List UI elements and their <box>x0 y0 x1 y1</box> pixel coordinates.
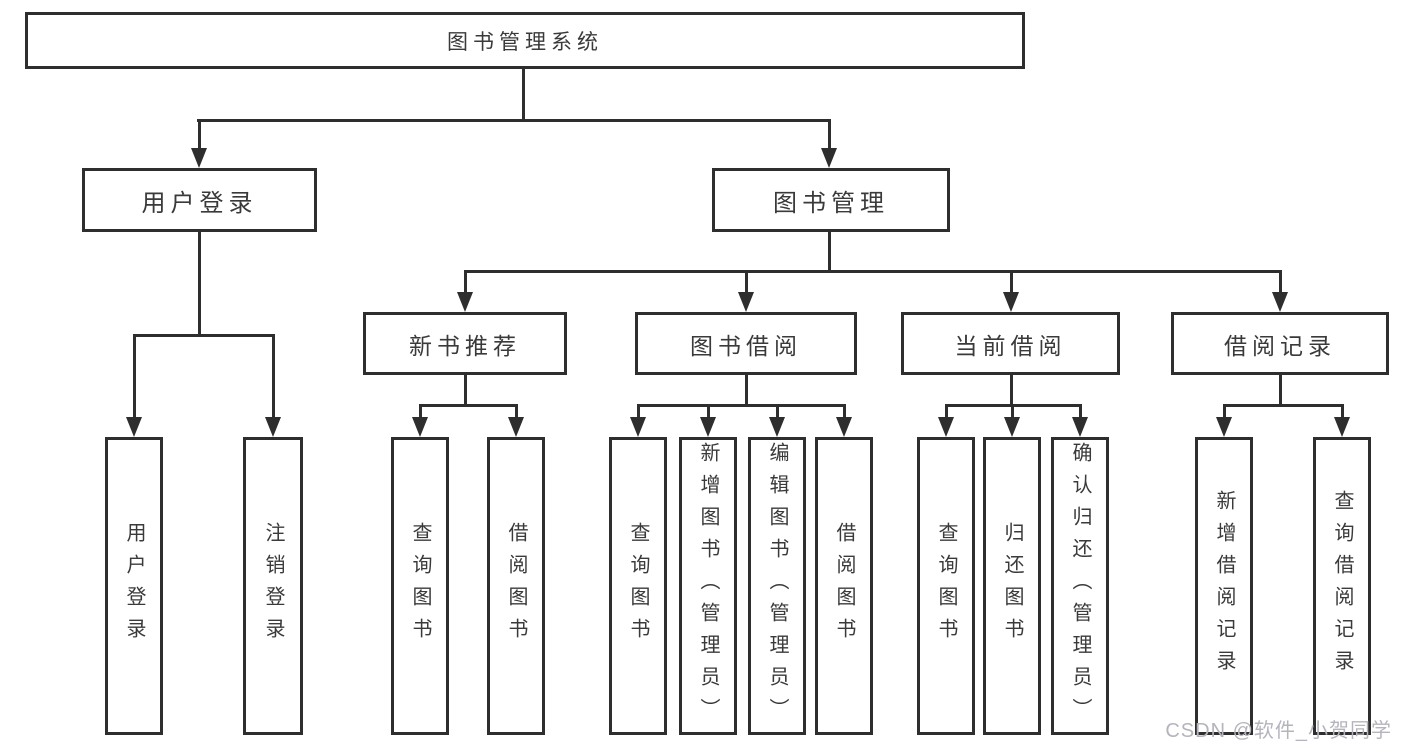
node-label: 借阅记录 <box>1224 332 1336 359</box>
node-current-borrowing: 当前借阅 <box>901 312 1120 375</box>
connector-line <box>637 404 846 407</box>
node-label: 新增图书（管理员） <box>697 442 719 730</box>
arrow-down-icon <box>412 417 428 437</box>
leaf-query-borrow-record: 查询借阅记录 <box>1313 437 1371 735</box>
csdn-watermark: CSDN @软件_小贺同学 <box>1165 720 1392 742</box>
connector-line <box>1223 404 1226 419</box>
arrow-down-icon <box>738 292 754 312</box>
node-label: 查询借阅记录 <box>1331 490 1353 682</box>
leaf-edit-books-admin: 编辑图书（管理员） <box>748 437 806 735</box>
connector-line <box>945 404 948 419</box>
node-label: 归还图书 <box>1001 522 1023 650</box>
node-label: 当前借阅 <box>954 332 1067 359</box>
connector-line <box>522 69 525 121</box>
node-label: 查询图书 <box>409 522 431 650</box>
connector-line <box>1223 404 1344 407</box>
connector-line <box>1010 270 1013 294</box>
connector-line <box>945 404 1082 407</box>
arrow-down-icon <box>191 148 207 168</box>
leaf-user-login: 用户登录 <box>105 437 163 735</box>
arrow-down-icon <box>457 292 473 312</box>
connector-line <box>1079 404 1082 419</box>
arrow-down-icon <box>1334 417 1350 437</box>
leaf-add-books-admin: 新增图书（管理员） <box>679 437 737 735</box>
arrow-down-icon <box>265 417 281 437</box>
leaf-return-books: 归还图书 <box>983 437 1041 735</box>
leaf-logout: 注销登录 <box>243 437 303 735</box>
connector-line <box>1279 375 1282 406</box>
node-label: 图书管理系统 <box>447 30 603 54</box>
arrow-down-icon <box>508 417 524 437</box>
leaf-query-books-borrowing: 查询图书 <box>609 437 667 735</box>
arrow-down-icon <box>700 417 716 437</box>
connector-line <box>419 404 518 407</box>
arrow-down-icon <box>938 417 954 437</box>
leaf-borrow-books-borrowing: 借阅图书 <box>815 437 873 735</box>
node-label: 注销登录 <box>262 522 284 650</box>
node-borrowing-records: 借阅记录 <box>1171 312 1389 375</box>
connector-line <box>272 334 275 419</box>
node-label: 查询图书 <box>935 522 957 650</box>
node-label: 编辑图书（管理员） <box>766 442 788 730</box>
node-label: 图书借阅 <box>690 332 802 359</box>
connector-line <box>133 334 136 419</box>
leaf-query-books-recommend: 查询图书 <box>391 437 449 735</box>
connector-line <box>133 334 275 337</box>
leaf-confirm-return-admin: 确认归还（管理员） <box>1051 437 1109 735</box>
arrow-down-icon <box>836 417 852 437</box>
connector-line <box>828 119 831 150</box>
connector-line <box>197 119 831 122</box>
connector-line <box>198 232 201 336</box>
connector-line <box>707 404 710 419</box>
node-label: 用户登录 <box>141 189 258 217</box>
arrow-down-icon <box>1272 292 1288 312</box>
arrow-down-icon <box>769 417 785 437</box>
connector-line <box>1279 270 1282 294</box>
node-label: 确认归还（管理员） <box>1069 442 1091 730</box>
arrow-down-icon <box>1004 417 1020 437</box>
connector-line <box>745 270 748 294</box>
connector-line <box>828 232 831 272</box>
connector-line <box>464 270 1282 273</box>
node-book-borrowing: 图书借阅 <box>635 312 857 375</box>
connector-line <box>1010 375 1013 406</box>
leaf-add-borrow-record: 新增借阅记录 <box>1195 437 1253 735</box>
node-label: 新书推荐 <box>409 332 521 359</box>
arrow-down-icon <box>126 417 142 437</box>
node-label: 用户登录 <box>123 522 145 650</box>
arrow-down-icon <box>1216 417 1232 437</box>
connector-line <box>843 404 846 419</box>
connector-line <box>464 270 467 294</box>
node-label: 借阅图书 <box>505 522 527 650</box>
node-label: 查询图书 <box>627 522 649 650</box>
arrow-down-icon <box>630 417 646 437</box>
connector-line <box>1011 404 1014 419</box>
arrow-down-icon <box>821 148 837 168</box>
node-label: 借阅图书 <box>833 522 855 650</box>
connector-line <box>776 404 779 419</box>
leaf-query-books-current: 查询图书 <box>917 437 975 735</box>
connector-line <box>464 375 467 406</box>
node-new-book-recommendation: 新书推荐 <box>363 312 567 375</box>
node-label: 图书管理 <box>773 189 889 217</box>
arrow-down-icon <box>1072 417 1088 437</box>
connector-line <box>1341 404 1344 419</box>
node-user-login: 用户登录 <box>82 168 317 232</box>
connector-line <box>198 119 201 150</box>
connector-line <box>637 404 640 419</box>
connector-line <box>515 404 518 419</box>
connector-line <box>419 404 422 419</box>
node-library-system: 图书管理系统 <box>25 12 1025 69</box>
arrow-down-icon <box>1003 292 1019 312</box>
node-book-management: 图书管理 <box>712 168 950 232</box>
connector-line <box>745 375 748 406</box>
node-label: 新增借阅记录 <box>1213 490 1235 682</box>
leaf-borrow-books-recommend: 借阅图书 <box>487 437 545 735</box>
